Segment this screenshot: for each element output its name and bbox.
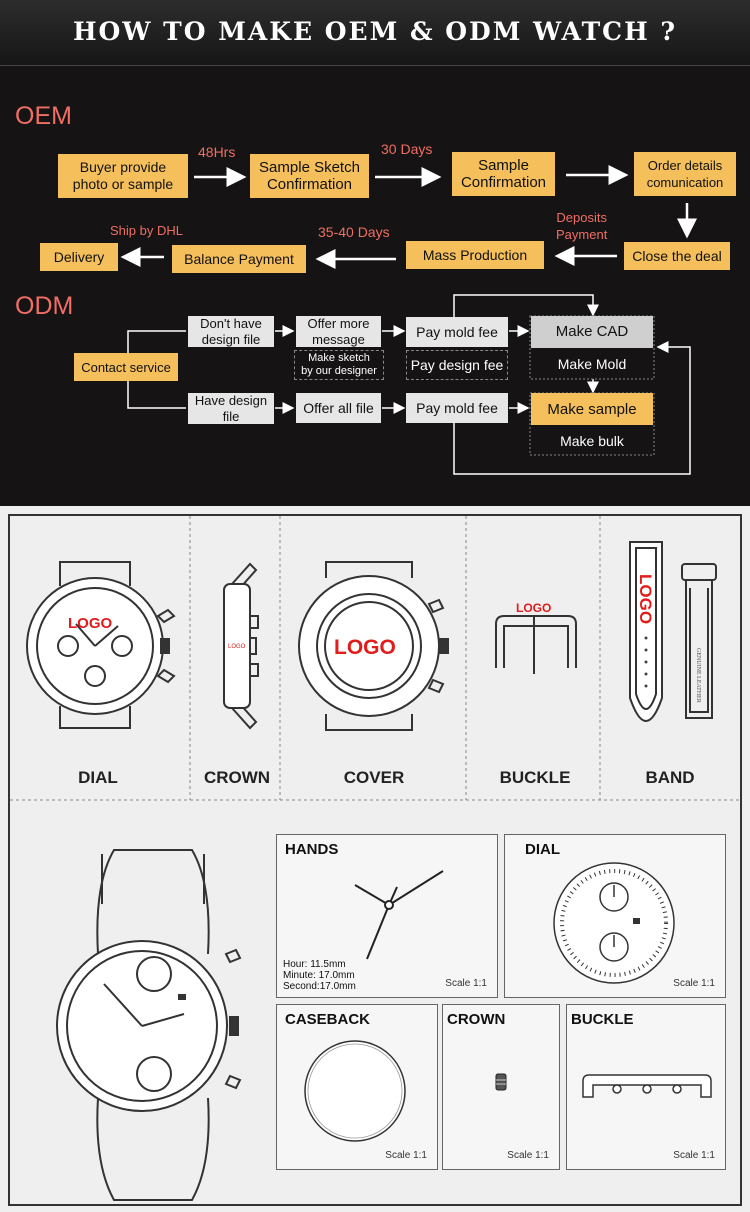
buckle-scale: Scale 1:1 <box>673 1150 715 1161</box>
note-deposits-line1: Deposits <box>556 210 607 225</box>
buckle-detail-pane: BUCKLE Scale 1:1 <box>566 1004 726 1170</box>
dial-part-drawing: LOGO <box>26 561 176 729</box>
hands-drawing <box>354 870 444 960</box>
dial-detail-title: DIAL <box>525 841 560 858</box>
dial-detail-pane: DIAL Scale 1:1 <box>504 834 726 998</box>
oem-title: OEM <box>15 102 72 130</box>
buckle-logo-text: LOGO <box>516 601 551 615</box>
have-design-line1: Have design <box>194 392 268 408</box>
step-have-design-file: Have design file <box>188 393 274 424</box>
designer-line2: by our designer <box>301 365 377 377</box>
cover-logo-text: LOGO <box>334 636 396 659</box>
crown-scale: Scale 1:1 <box>507 1150 549 1161</box>
step-pay-mold-fee-b: Pay mold fee <box>406 393 508 423</box>
step-sample-confirmation: Sample Confirmation <box>452 152 555 196</box>
crown-part-drawing: LOGO <box>223 562 259 730</box>
step-buyer-line2: photo or sample <box>72 176 174 192</box>
offer-more-line2: message <box>312 331 365 347</box>
step-make-sample: Make sample <box>531 393 653 425</box>
caseback-drawing <box>304 1040 406 1142</box>
step-order-line1: Order details <box>647 158 723 173</box>
step-offer-all-file: Offer all file <box>296 393 381 423</box>
step-make-cad: Make CAD <box>531 316 653 348</box>
hour-hand-size: Hour: 11.5mm <box>283 959 346 970</box>
process-flow-panel: OEM Buyer provide photo or sample Sample… <box>0 66 750 506</box>
crown-detail-pane: CROWN Scale 1:1 <box>442 1004 560 1170</box>
step-buyer-line1: Buyer provide <box>79 159 167 175</box>
step-close-deal: Close the deal <box>624 242 730 270</box>
hands-scale: Scale 1:1 <box>445 978 487 989</box>
step-order-details: Order details comunication <box>634 152 736 196</box>
note-deposits-line2: Payment <box>556 227 608 242</box>
label-dial: DIAL <box>78 768 118 787</box>
no-design-line2: design file <box>201 331 261 347</box>
caseback-scale: Scale 1:1 <box>385 1150 427 1161</box>
crown-detail-title: CROWN <box>447 1011 506 1028</box>
caseback-title: CASEBACK <box>285 1011 371 1028</box>
step-buyer-provide: Buyer provide photo or sample <box>58 154 188 198</box>
step-contact-service: Contact service <box>74 353 178 381</box>
page-title: HOW TO MAKE OEM & ODM WATCH ? <box>72 17 678 46</box>
hands-title: HANDS <box>285 841 339 858</box>
watch-parts-panel: LOGO DIAL LOGO CROWN LOGO COVER <box>8 514 742 1206</box>
band-holes <box>644 636 648 688</box>
label-crown: CROWN <box>203 768 271 787</box>
step-balance-payment: Balance Payment <box>172 245 306 273</box>
step-pay-mold-fee-a: Pay mold fee <box>406 317 508 347</box>
buckle-part-drawing: LOGO <box>495 601 577 674</box>
hands-detail-pane: HANDS Hour: 11.5mm Minute: 17.0mm Second… <box>276 834 498 998</box>
band-logo-text: LOGO <box>636 574 655 624</box>
dial-detail-drawing <box>553 862 675 984</box>
crown-logo-text: LOGO <box>228 644 246 650</box>
no-design-line1: Don't have <box>200 315 262 331</box>
minute-hand-size: Minute: 17.0mm <box>283 970 355 981</box>
note-48hrs: 48Hrs <box>198 144 236 160</box>
label-cover: COVER <box>343 768 405 787</box>
step-mass-production: Mass Production <box>406 241 544 269</box>
label-buckle: BUCKLE <box>499 768 571 787</box>
step-make-bulk: Make bulk <box>560 432 624 449</box>
crown-detail-drawing <box>495 1073 507 1091</box>
step-delivery: Delivery <box>40 243 118 271</box>
note-30-days: 30 Days <box>381 141 433 157</box>
step-pay-design-fee: Pay design fee <box>406 350 508 380</box>
odm-title: ODM <box>15 292 74 320</box>
label-band: BAND <box>645 768 695 787</box>
second-hand-size: Second:17.0mm <box>283 981 356 992</box>
note-ship-dhl: Ship by DHL <box>110 223 183 238</box>
step-no-design-file: Don't have design file <box>188 316 274 347</box>
assembled-watch-drawing <box>56 849 242 1201</box>
note-designer-sketch: Make sketch by our designer <box>294 350 384 380</box>
step-sketch-line2: Confirmation <box>266 176 353 193</box>
part-dividers <box>10 516 740 801</box>
note-deposits-payment: Deposits Payment <box>556 209 607 243</box>
buckle-detail-title: BUCKLE <box>571 1011 634 1028</box>
band-genuine-leather-text: GENUINE LEATHER <box>695 648 701 703</box>
title-banner <box>0 0 750 66</box>
caseback-detail-pane: CASEBACK Scale 1:1 <box>276 1004 438 1170</box>
step-order-line2: comunication <box>646 175 724 190</box>
designer-line1: Make sketch <box>308 352 370 364</box>
have-design-line2: file <box>222 408 240 424</box>
step-sample-line1: Sample <box>478 157 529 174</box>
step-sample-sketch: Sample Sketch Confirmation <box>250 154 369 198</box>
band-part-drawing: LOGO GENUINE LEATHER <box>629 541 717 722</box>
buckle-detail-drawing <box>582 1074 712 1098</box>
offer-more-line1: Offer more <box>307 315 370 331</box>
dial-scale: Scale 1:1 <box>673 978 715 989</box>
step-sample-line2: Confirmation <box>460 174 547 191</box>
step-sketch-line1: Sample Sketch <box>259 159 360 176</box>
hands-sizes: Hour: 11.5mm Minute: 17.0mm Second:17.0m… <box>283 959 356 992</box>
cover-part-drawing: LOGO <box>298 561 449 731</box>
step-offer-more-message: Offer more message <box>296 316 381 347</box>
note-35-40-days: 35-40 Days <box>318 224 390 240</box>
step-make-mold: Make Mold <box>557 356 627 372</box>
dial-logo-text: LOGO <box>68 615 112 632</box>
